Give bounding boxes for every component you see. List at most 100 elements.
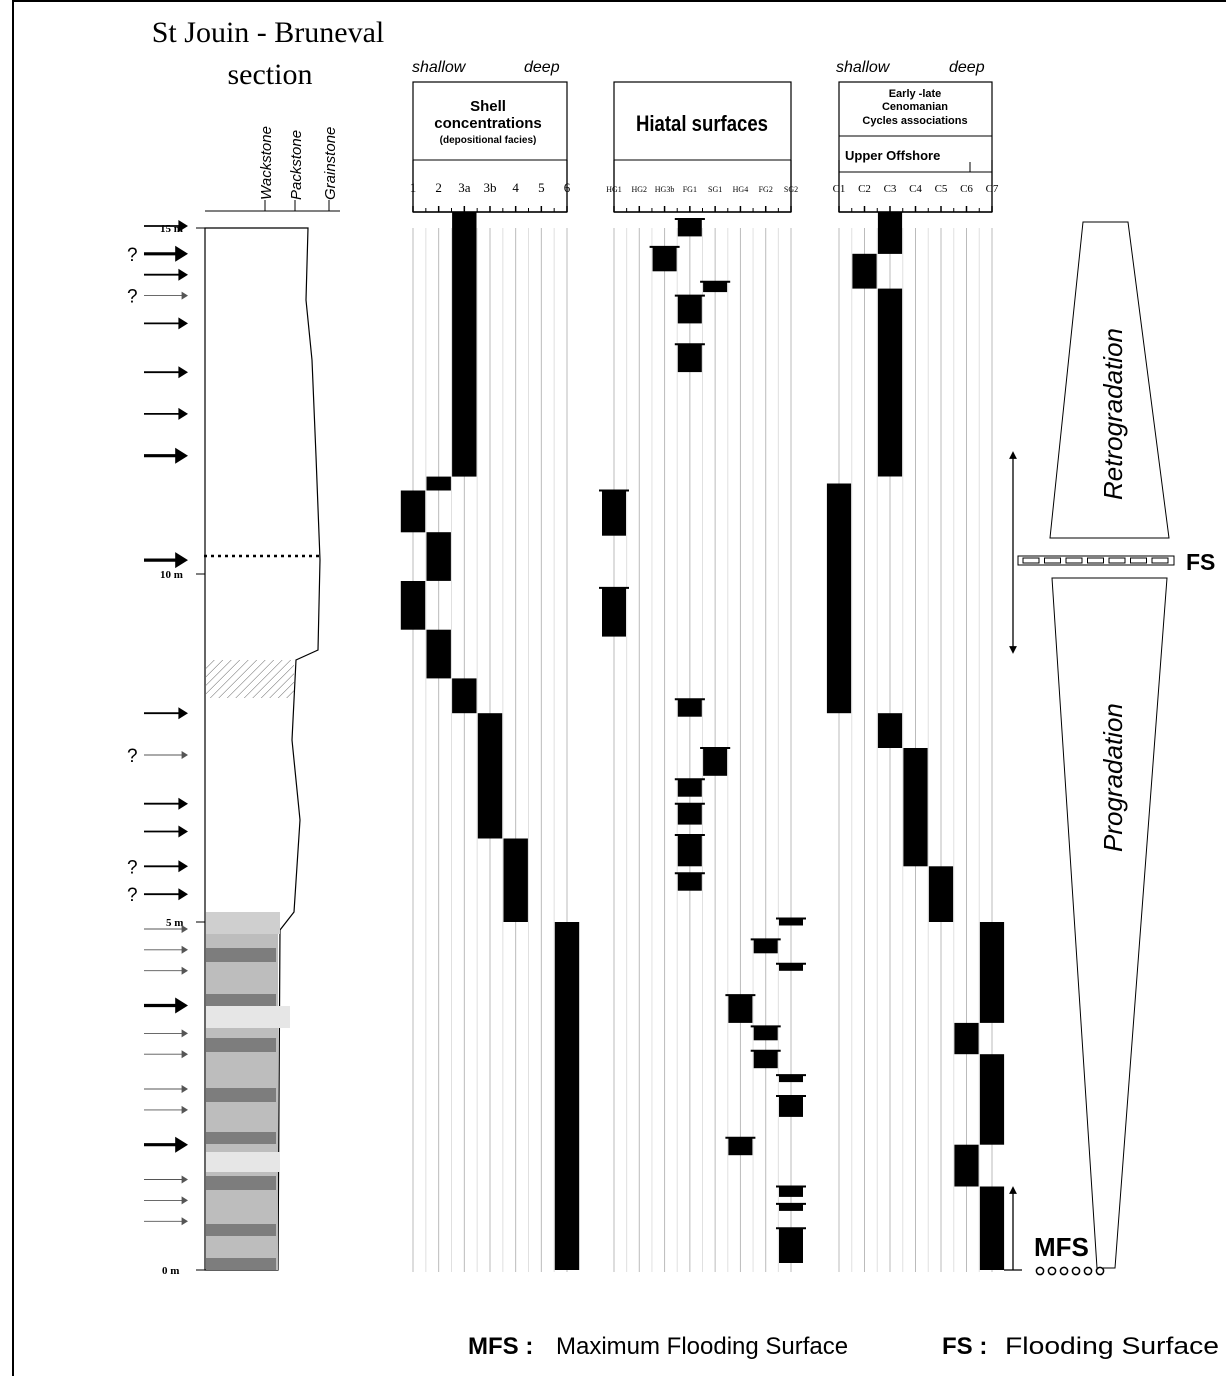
hiatal-bar bbox=[703, 748, 728, 776]
hiatal-bar bbox=[602, 587, 626, 637]
deep-label-shell: deep bbox=[524, 59, 560, 76]
cycle-bar bbox=[852, 253, 877, 289]
flood-arrow-head bbox=[175, 997, 188, 1014]
flood-arrow-head bbox=[181, 291, 188, 300]
hiatal-bar bbox=[677, 219, 702, 237]
lithology-label-packstone: Packstone bbox=[288, 130, 305, 200]
cycle-bar bbox=[877, 713, 903, 748]
cycle-bar bbox=[954, 1144, 979, 1187]
lithology-label-wackstone: Wackstone bbox=[258, 126, 275, 200]
hiatal-bar bbox=[728, 995, 753, 1023]
mfs-label: MFS bbox=[1034, 1232, 1089, 1262]
flood-arrow-head bbox=[175, 447, 188, 464]
flood-arrow-head bbox=[178, 888, 188, 901]
uncertain-mark: ? bbox=[127, 245, 138, 266]
flood-arrow-head bbox=[181, 1029, 188, 1038]
cycle-bar bbox=[928, 866, 954, 922]
cycle-bar bbox=[979, 922, 1005, 1023]
depth-label-0: 0 m bbox=[162, 1265, 179, 1277]
flood-arrow-head bbox=[181, 1217, 188, 1226]
flood-arrow-head bbox=[178, 268, 188, 281]
hiatal-column-label: FG2 bbox=[759, 185, 773, 194]
flood-arrow-head bbox=[181, 1050, 188, 1059]
figure-frame bbox=[12, 0, 1226, 1376]
hiatal-bar bbox=[677, 873, 702, 891]
hiatal-column-label: FG1 bbox=[683, 185, 697, 194]
cycle-column-label: C5 bbox=[935, 183, 948, 195]
mfs-circle bbox=[1059, 1266, 1069, 1276]
hiatal-panel-header: Hiatal surfaces bbox=[613, 81, 792, 213]
hiatal-bar bbox=[753, 1026, 778, 1041]
cycle-column-label: C2 bbox=[858, 183, 871, 195]
maximum-flooding-surface-marker: MFS bbox=[1004, 1186, 1105, 1276]
hiatal-bar bbox=[753, 1050, 778, 1069]
shell-column-label: 5 bbox=[538, 180, 545, 195]
flood-arrow-head bbox=[181, 1175, 188, 1184]
uncertain-mark: ? bbox=[127, 857, 138, 878]
retrogradation-label: Retrogradation bbox=[1098, 328, 1128, 500]
hiatal-bar bbox=[602, 490, 626, 536]
shell-bar bbox=[503, 838, 528, 922]
cycle-bar bbox=[877, 288, 903, 477]
shell-bar bbox=[426, 629, 451, 679]
flood-arrow-head bbox=[178, 220, 188, 232]
cycle-column-label: C4 bbox=[909, 183, 922, 195]
mfs-circle bbox=[1047, 1266, 1057, 1276]
shell-column-label: 2 bbox=[435, 180, 442, 195]
shell-column-label: 4 bbox=[512, 180, 519, 195]
cycle-bar bbox=[903, 748, 928, 867]
hiatal-bar bbox=[677, 344, 702, 373]
mfs-circle bbox=[1035, 1266, 1045, 1276]
fs-dash bbox=[1087, 557, 1104, 564]
shell-title-line1: Shell bbox=[470, 98, 506, 115]
hiatal-bar bbox=[753, 939, 778, 954]
flood-arrow-head bbox=[178, 797, 188, 810]
cycle-bar bbox=[954, 1022, 979, 1055]
cycle-bar bbox=[979, 1054, 1005, 1145]
hiatal-bar bbox=[779, 1096, 803, 1117]
mfs-circle bbox=[1095, 1266, 1105, 1276]
hiatal-bar bbox=[779, 1203, 803, 1211]
hiatal-bar bbox=[677, 295, 702, 324]
flood-arrow-head bbox=[178, 317, 188, 330]
flooding-surface-marker: FS bbox=[1009, 451, 1215, 654]
fs-dash bbox=[1022, 557, 1040, 564]
cycle-column-label: C3 bbox=[884, 183, 897, 195]
fs-label: FS bbox=[1186, 549, 1215, 575]
hiatal-bar bbox=[677, 803, 702, 825]
hiatal-column-label: SG1 bbox=[708, 185, 722, 194]
shallow-label-cycles: shallow bbox=[836, 59, 891, 76]
shell-title-line2: concentrations bbox=[434, 115, 542, 132]
flooding-arrows: ????? bbox=[127, 220, 188, 1226]
hiatal-bar bbox=[677, 835, 702, 867]
cycles-zone-label: Upper Offshore bbox=[845, 148, 940, 163]
hiatal-bar bbox=[677, 779, 702, 797]
deep-label-cycles: deep bbox=[949, 59, 985, 76]
fs-dash bbox=[1108, 557, 1126, 564]
hiatal-bar bbox=[779, 1075, 803, 1083]
shallow-label-shell: shallow bbox=[412, 59, 467, 76]
fs-dash bbox=[1151, 557, 1169, 564]
hiatal-bar bbox=[677, 699, 702, 717]
fs-dash bbox=[1130, 557, 1147, 564]
cycle-uncertainty-mark: ? bbox=[866, 277, 871, 291]
cycles-title-line3: Cycles associations bbox=[862, 115, 967, 127]
hiatal-bar bbox=[779, 963, 803, 971]
shell-column-label: 3b bbox=[484, 180, 497, 195]
cycle-bar bbox=[979, 1186, 1005, 1270]
mfs-circle bbox=[1083, 1266, 1093, 1276]
shell-bar bbox=[452, 678, 477, 714]
occurrence-bars: ? bbox=[400, 212, 1005, 1270]
depth-label-10: 10 m bbox=[160, 569, 183, 581]
flood-arrow-head bbox=[178, 825, 188, 838]
fs-dash bbox=[1044, 557, 1061, 564]
flood-arrow-head bbox=[181, 966, 188, 975]
cycles-panel-header: Early -late Cenomanian Cycles associatio… bbox=[838, 81, 993, 213]
lithology-label-grainstone: Grainstone bbox=[322, 127, 339, 200]
legend: MFS : Maximum Flooding Surface FS : Floo… bbox=[468, 1333, 1219, 1360]
flood-arrow-head bbox=[181, 1085, 188, 1093]
hiatal-bar bbox=[728, 1137, 753, 1156]
flood-arrow-head bbox=[178, 860, 188, 873]
